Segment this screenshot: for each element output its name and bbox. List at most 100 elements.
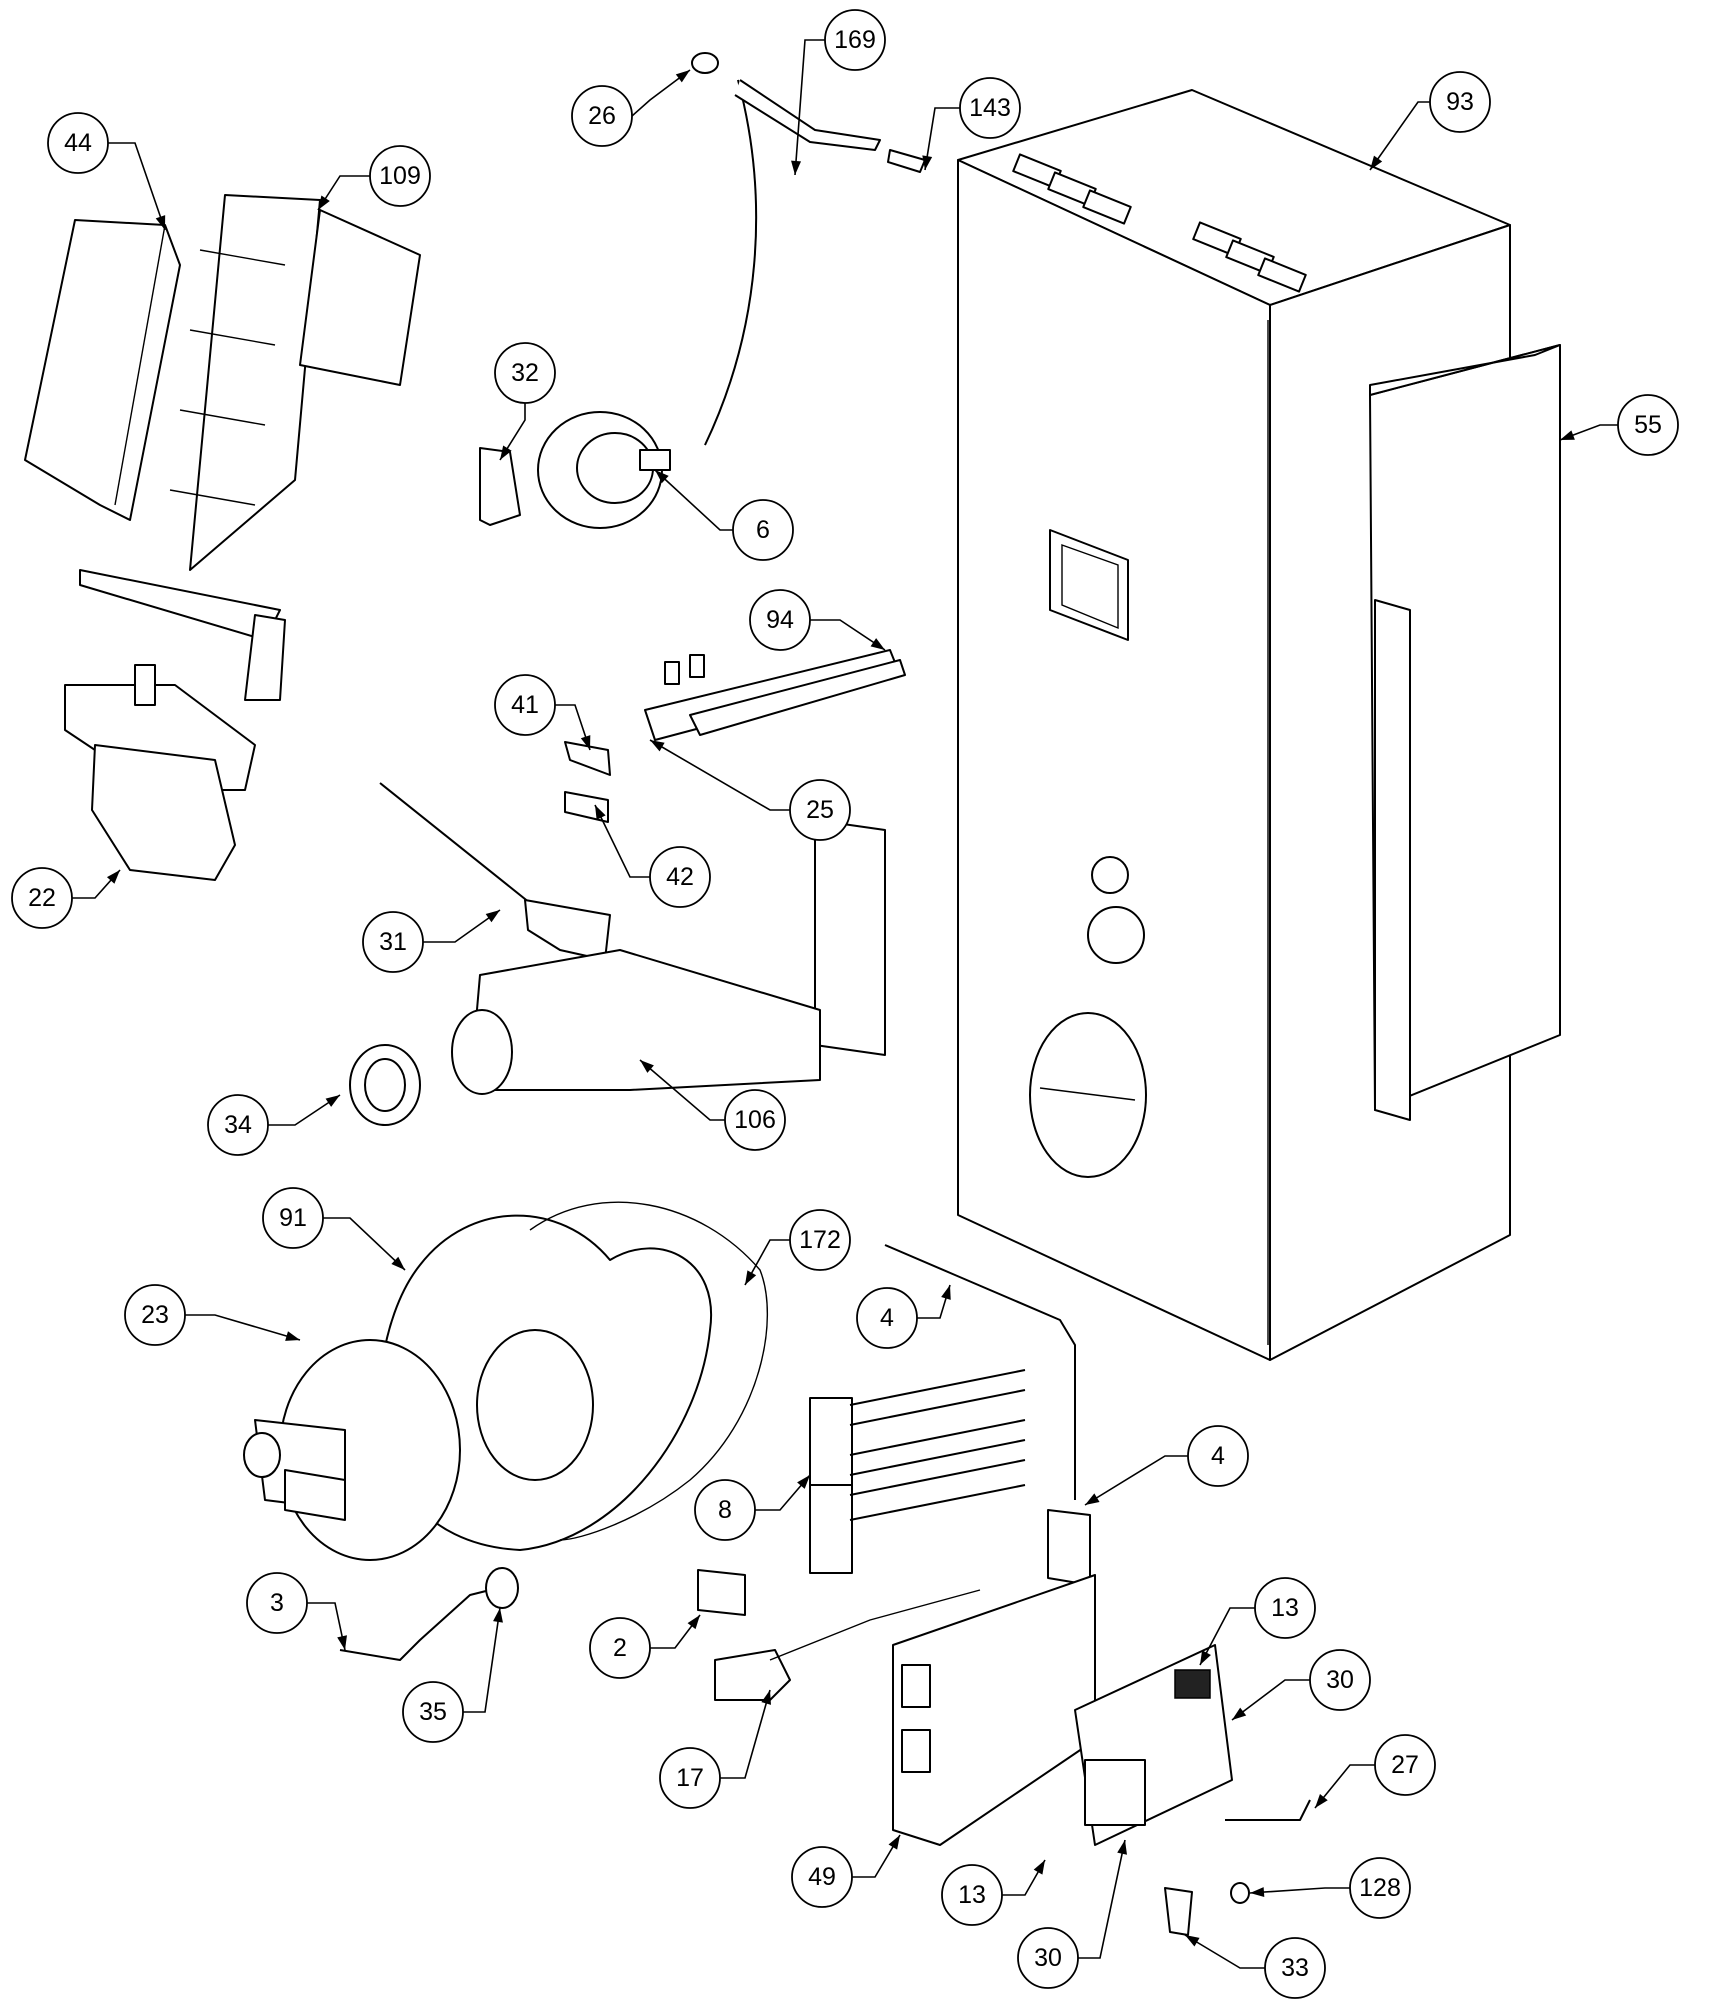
callout-number: 31 [379,928,407,956]
callout-arrowhead [1232,1707,1247,1720]
callout-arrowhead [1185,1935,1200,1947]
callout-number: 93 [1446,88,1474,116]
callout-93: 93 [1369,71,1491,171]
callout-circle [1429,71,1491,133]
callout-leader-line [794,39,825,176]
callout-arrowhead [325,1095,340,1107]
callout-arrowhead [1200,1650,1211,1665]
callout-circle [659,1747,721,1809]
callout-arrowhead [922,155,933,170]
callout-arrowhead [745,1270,757,1285]
callout-number: 42 [666,863,694,891]
callout-number: 41 [511,691,539,719]
callout-circle [1254,1577,1316,1639]
callout-circle [1187,1425,1249,1487]
callout-number: 35 [419,1698,447,1726]
callout-91: 91 [262,1187,406,1271]
part-91-blower-housing [377,1214,713,1551]
callout-circle [11,867,73,929]
callout-128: 128 [1249,1857,1411,1919]
part-143-fitting [887,149,926,173]
callout-number: 3 [270,1589,284,1617]
callout-33: 33 [1184,1934,1326,1999]
part-27-cable [1225,1799,1311,1821]
part-4-sensor [884,1244,1091,1586]
callout-number: 17 [676,1764,704,1792]
part-172-gasket [529,1201,769,1541]
callout-number: 13 [1271,1594,1299,1622]
part-30-control-board [1074,1644,1233,1846]
callout-circle [369,145,431,207]
callout-circle [262,1187,324,1249]
callout-circle [589,1617,651,1679]
callout-arrowhead [1560,430,1575,440]
callout-number: 44 [64,129,92,157]
callout-number: 27 [1391,1751,1419,1779]
part-109-frame [79,194,421,701]
callout-leader-line [639,1059,725,1121]
part-31-flame-sensor [379,782,611,961]
part-2-rocker-switch [697,1569,746,1616]
callout-arrowhead [888,1835,900,1850]
callout-number: 169 [834,26,876,54]
callout-leader-line [924,107,960,171]
callout-leader-line [1231,1679,1310,1721]
callout-leader-line [1002,1859,1046,1896]
callout-circle [1264,1937,1326,1999]
callout-number: 23 [141,1301,169,1329]
callout-number: 25 [806,796,834,824]
callout-42: 42 [594,804,711,908]
callout-4: 4 [1084,1425,1249,1506]
callout-leader-line [463,1607,501,1713]
part-22-motor [64,664,256,881]
callout-circle [1017,1927,1079,1989]
callout-172: 172 [744,1209,851,1286]
part-3-electrode [339,1589,491,1661]
callout-arrowhead [687,1615,700,1630]
callout-number: 6 [756,516,770,544]
callout-circle [791,1846,853,1908]
part-8-electrodes [809,1369,1026,1574]
callout-17: 17 [659,1689,771,1809]
part-44-cover-plate [24,219,181,521]
callout-circle [941,1864,1003,1926]
callout-arrowhead [1370,155,1383,170]
callout-number: 106 [734,1106,776,1134]
callout-106: 106 [639,1059,786,1151]
callout-35: 35 [402,1607,503,1743]
callout-number: 55 [1634,411,1662,439]
callout-arrowhead [797,1475,810,1489]
callout-number: 33 [1281,1954,1309,1982]
callout-arrowhead [580,735,591,750]
callout-leader-line [1184,1934,1265,1969]
callout-arrowhead [500,445,512,460]
callout-number: 128 [1359,1874,1401,1902]
callout-arrowhead [391,1256,405,1270]
callout-leader-line [631,69,691,117]
callout-number: 2 [613,1634,627,1662]
callout-number: 91 [279,1204,307,1232]
callout-arrowhead [761,1690,771,1705]
part-94-rod [644,649,906,741]
callout-circle [694,1479,756,1541]
callout-leader-line [317,175,370,211]
callout-leader-line [307,1602,346,1651]
callout-94: 94 [749,589,886,651]
callout-leader-line [810,619,886,651]
callout-30: 30 [1017,1839,1127,1989]
callout-circle [1309,1649,1371,1711]
callout-leader-line [423,909,501,943]
callout-leader-line [720,1689,771,1779]
part-26-grommet [691,52,719,74]
callout-arrowhead [870,638,885,650]
callout-leader-line [1199,1607,1255,1666]
callout-arrowhead [318,195,330,210]
callout-6: 6 [654,469,794,561]
callout-leader-line [1078,1839,1126,1959]
part-6-pressure-switch [537,411,671,529]
callout-circle [207,1094,269,1156]
part-34-adapter-ring [349,1044,421,1126]
callout-arrowhead [106,870,120,884]
callout-23: 23 [124,1284,301,1346]
